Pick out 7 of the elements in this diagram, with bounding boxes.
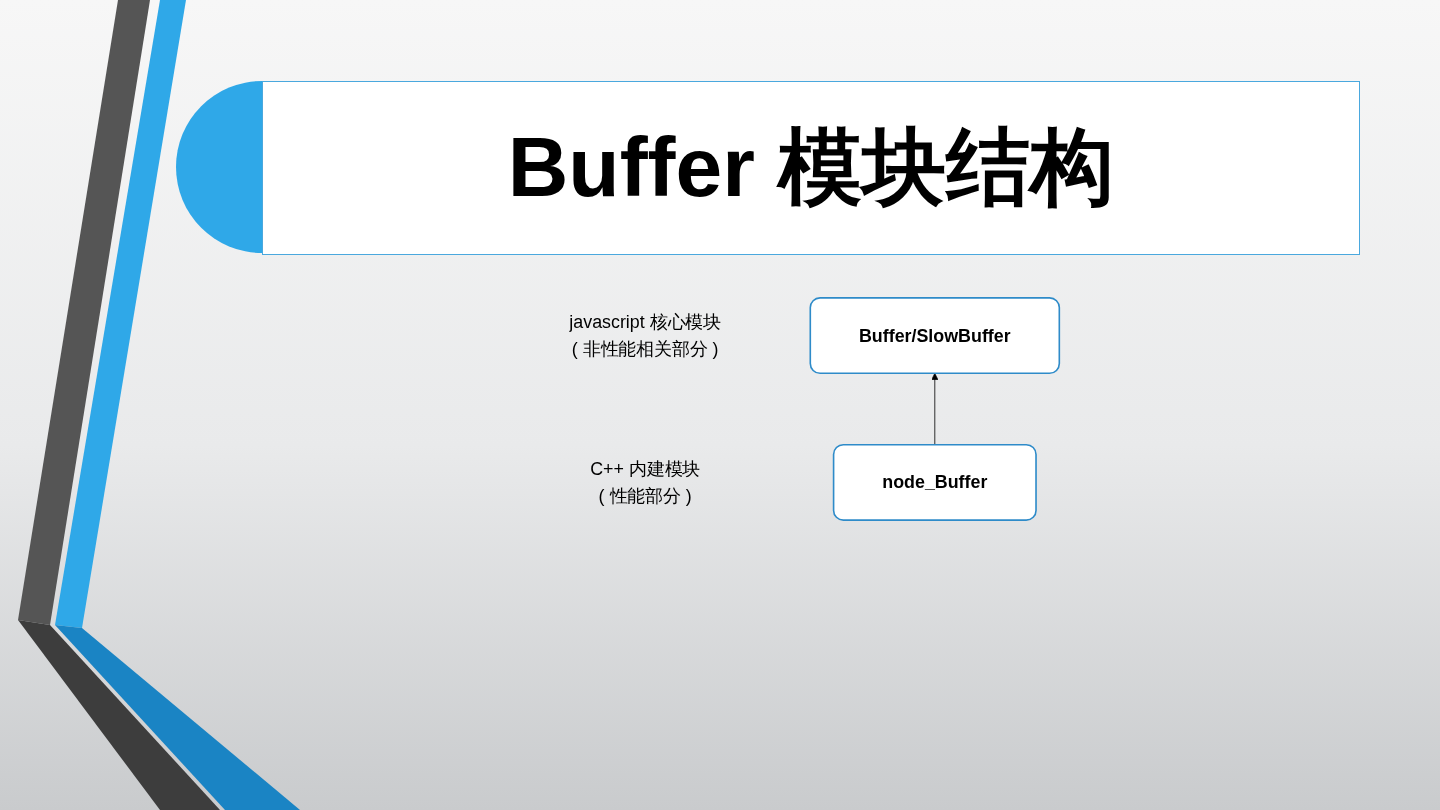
title: Buffer 模块结构 [507, 119, 1115, 216]
node-box: node_Buffer [832, 443, 1037, 521]
node-label: ( 性能部分 ) [598, 485, 692, 506]
node-box: Buffer/SlowBuffer [809, 297, 1061, 375]
node-label: javascript 核心模块 [569, 312, 722, 333]
node-label: C++ 内建模块 [590, 458, 701, 480]
node-label: ( 非性能相关部分 ) [571, 338, 719, 360]
